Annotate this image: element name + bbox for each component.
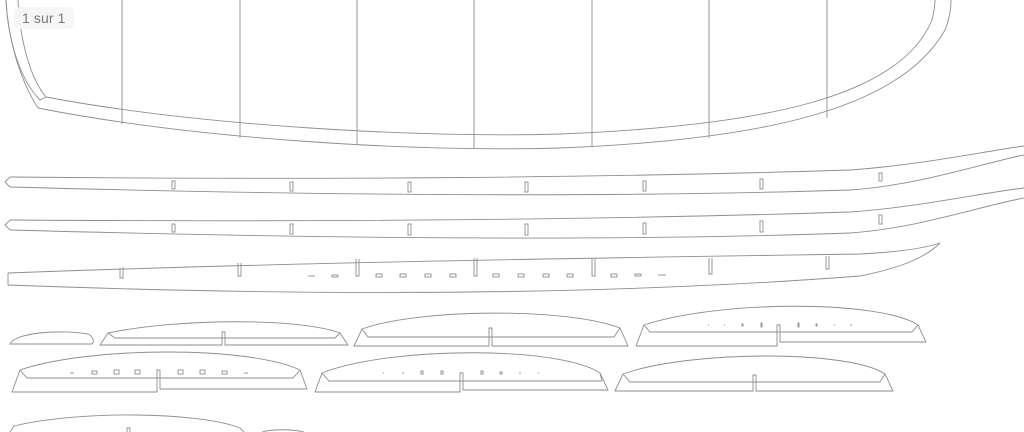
frame-piece-b3 (614, 355, 894, 392)
keel-piece (7, 242, 941, 293)
frame-piece-c1 (9, 414, 245, 432)
page-indicator: 1 sur 1 (14, 7, 74, 29)
frame-piece-a2 (99, 321, 349, 346)
frame-piece-small (9, 331, 94, 345)
frame-piece-b1 (11, 351, 308, 393)
hull-plan-piece (5, 0, 952, 150)
frame-piece-a4 (635, 305, 927, 347)
frame-piece-b2 (314, 352, 609, 393)
frame-piece-a3 (353, 312, 629, 347)
frame-piece-c2 (261, 429, 305, 432)
stringer-piece-1 (4, 145, 1024, 196)
stringer-piece-2 (4, 187, 1024, 239)
